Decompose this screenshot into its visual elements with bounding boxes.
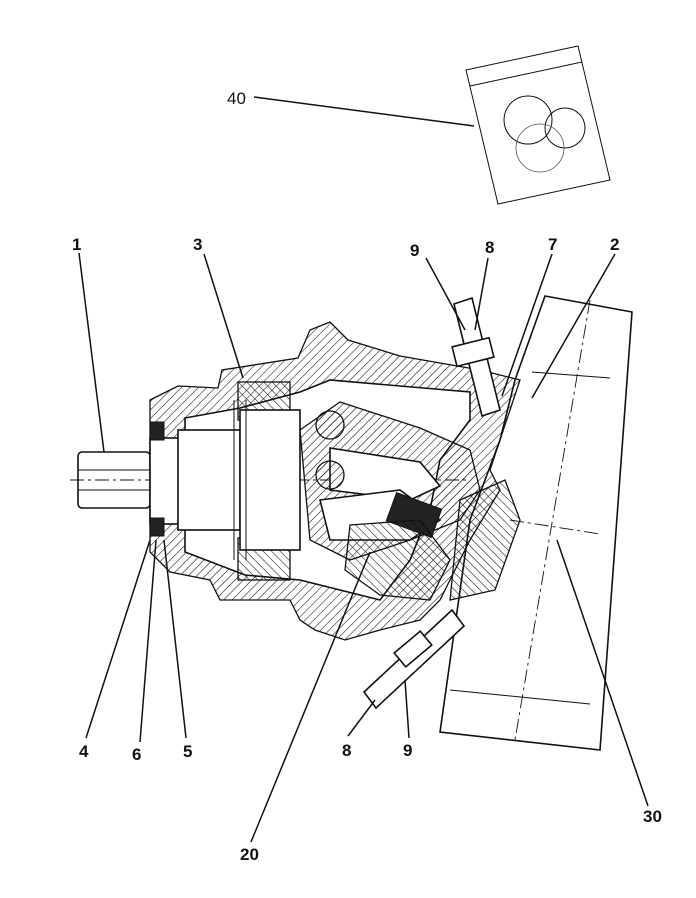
leader-lines (78, 96, 649, 843)
upper-bolt (451, 296, 501, 418)
callout-20: 20 (240, 845, 259, 864)
callout-2: 2 (610, 235, 619, 254)
callout-8-lower: 8 (342, 741, 351, 760)
callout-6: 6 (132, 745, 141, 764)
callout-40: 40 (227, 89, 246, 108)
callout-30: 30 (643, 807, 662, 826)
callout-3: 3 (193, 235, 202, 254)
seal-kit-package (465, 45, 611, 205)
callout-7: 7 (548, 235, 557, 254)
callout-4: 4 (79, 742, 89, 761)
cylinder-block (299, 401, 521, 601)
callout-9-lower: 9 (403, 741, 412, 760)
callout-8-upper: 8 (485, 238, 494, 257)
lower-bolt (362, 608, 466, 710)
shaft-assembly (70, 381, 470, 581)
callout-1: 1 (72, 235, 81, 254)
callout-5: 5 (183, 742, 192, 761)
callout-9-upper: 9 (410, 241, 419, 260)
